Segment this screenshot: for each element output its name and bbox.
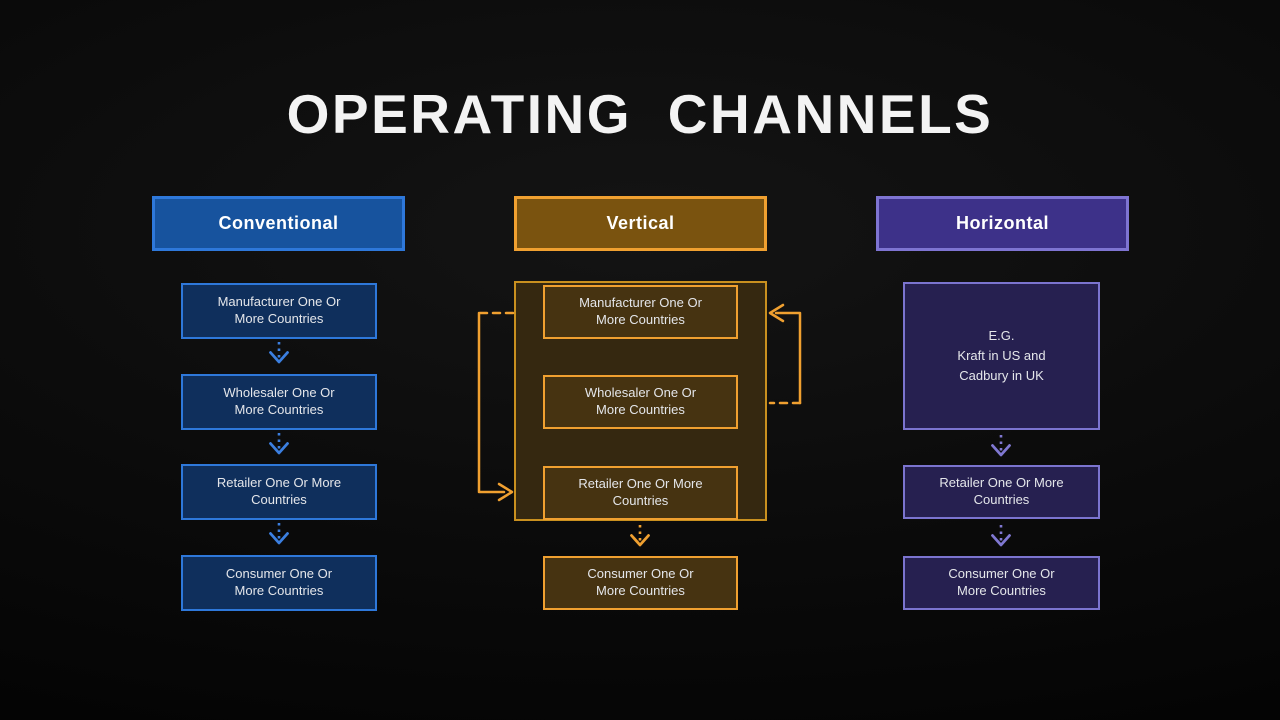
vertical-manufacturer-box: Manufacturer One Or More Countries — [543, 285, 738, 339]
conventional-wholesaler-box: Wholesaler One Or More Countries — [181, 374, 377, 430]
vertical-wholesaler-box: Wholesaler One Or More Countries — [543, 375, 738, 429]
horizontal-example-box: E.G. Kraft in US and Cadbury in UK — [903, 282, 1100, 430]
header-horizontal: Horizontal — [876, 196, 1129, 251]
down-arrow-icon — [269, 342, 289, 364]
horizontal-consumer-box: Consumer One Or More Countries — [903, 556, 1100, 610]
horizontal-retailer-box: Retailer One Or More Countries — [903, 465, 1100, 519]
vertical-retailer-box: Retailer One Or More Countries — [543, 466, 738, 520]
left-loop-line — [477, 311, 506, 494]
conventional-retailer-box: Retailer One Or More Countries — [181, 464, 377, 520]
down-arrow-icon — [991, 525, 1011, 547]
header-vertical: Vertical — [514, 196, 767, 251]
vertical-consumer-box: Consumer One Or More Countries — [543, 556, 738, 610]
down-arrow-icon — [991, 435, 1011, 457]
conventional-consumer-box: Consumer One Or More Countries — [181, 555, 377, 611]
left-pointing-arrowhead-icon — [768, 303, 785, 323]
right-loop-line — [774, 311, 802, 405]
down-arrow-icon — [630, 525, 650, 547]
conventional-manufacturer-box: Manufacturer One Or More Countries — [181, 283, 377, 339]
page-title: OPERATING CHANNELS — [286, 83, 994, 145]
down-arrow-icon — [269, 523, 289, 545]
right-pointing-arrowhead-icon — [497, 482, 514, 502]
down-arrow-icon — [269, 433, 289, 455]
header-conventional: Conventional — [152, 196, 405, 251]
